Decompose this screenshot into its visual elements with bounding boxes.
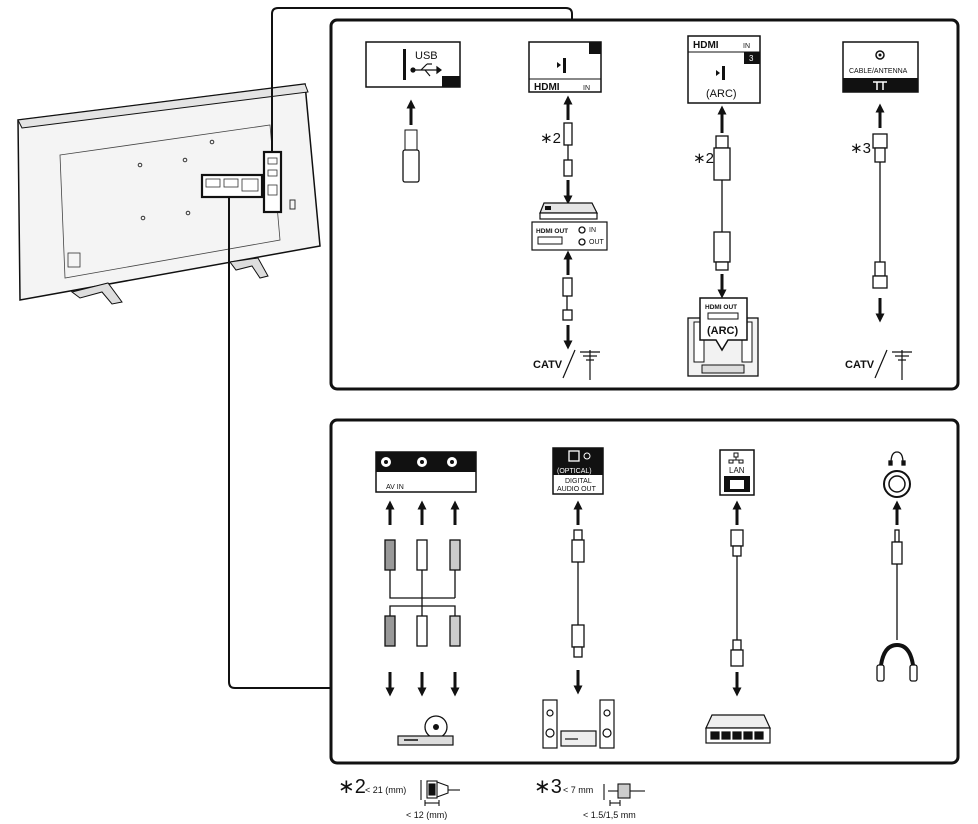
lan-label: LAN <box>729 466 745 475</box>
antenna-cable <box>872 133 888 289</box>
amp-hdmi-out-label: HDMI OUT <box>705 304 737 311</box>
av-in-label: AV IN <box>386 484 404 491</box>
video-player-icon <box>397 715 454 746</box>
hdmi-arc-cable <box>713 135 731 271</box>
hdmi-arc-label: (ARC) <box>706 88 737 100</box>
usb-label: USB <box>415 50 438 62</box>
footnote-antenna: ∗3 < 7 mm < 1.5/1,5 mm <box>534 776 645 820</box>
footnote-antenna-mark: ∗3 <box>534 776 562 798</box>
usb-flash-drive <box>404 129 418 151</box>
hdmi-arc-number: 3 <box>749 54 754 63</box>
antenna-icon-2 <box>874 349 912 380</box>
antenna-icon <box>562 349 600 380</box>
network-icon <box>728 452 744 464</box>
hdmi-plug-dimension-icon <box>420 780 460 806</box>
tv-side-port-frame <box>262 150 283 214</box>
antenna-column: CABLE/ANTENNA ∗3 CATV <box>842 41 919 380</box>
usb-port-column: USB <box>365 41 461 183</box>
stb-hdmi-out-label: HDMI OUT <box>536 228 568 235</box>
digital-label: DIGITAL <box>565 478 592 485</box>
hdmi-logo: HDMI <box>534 82 560 93</box>
headphones-icon <box>878 642 916 681</box>
set-top-box-port-panel <box>531 221 608 251</box>
catv-label-2: CATV <box>845 359 875 371</box>
footnote-antenna-dim2: < 1.5/1,5 mm <box>583 810 636 820</box>
lan-cable <box>730 529 744 667</box>
tv-back-illustration <box>17 83 321 305</box>
rca-cable <box>384 539 461 647</box>
audio-out-label: AUDIO OUT <box>557 486 597 493</box>
cable-antenna-label: CABLE/ANTENNA <box>849 68 908 75</box>
hdmi-arc-cable-note-mark: ∗2 <box>693 150 714 167</box>
tv-rear-port-frame <box>200 173 264 199</box>
hdmi-cable <box>563 122 573 177</box>
audio-system-icon <box>542 699 615 749</box>
amp-arc-label: (ARC) <box>707 325 738 337</box>
footnote-hdmi-mark: ∗2 <box>338 776 366 798</box>
hdmi-set-top-box-column: HDMI IN ∗2 HDMI OUT IN OUT <box>528 41 608 380</box>
av-mono-label: (MONO) <box>430 478 447 483</box>
av-audio-label: R—AUDIO—L <box>378 477 423 484</box>
optical-cable <box>571 529 585 658</box>
catv-label: CATV <box>533 359 563 371</box>
lan-column: LAN <box>705 449 771 744</box>
av-in-column: R—AUDIO—L (MONO) VIDEO AV IN <box>375 451 477 746</box>
network-router-icon <box>705 714 771 744</box>
stb-out-label: OUT <box>589 239 605 246</box>
hdmi-arc-logo: HDMI <box>693 40 719 51</box>
hdmi-arc-column: HDMI IN 3 (ARC) ∗2 <box>687 35 761 377</box>
footnote-hdmi-dim2: < 12 (mm) <box>406 810 447 820</box>
headphone-icon <box>888 451 906 466</box>
footnote-antenna-dim1: < 7 mm <box>563 785 593 795</box>
optical-column: (OPTICAL) (OPTICAL) DIGITAL AUDIO OUT <box>542 447 615 749</box>
headphone-cable <box>891 529 903 640</box>
hdmi-cable-note-mark: ∗2 <box>540 130 561 147</box>
antenna-t-icon <box>873 81 887 90</box>
av-arrows-down <box>385 672 460 697</box>
connector-lines <box>228 7 573 689</box>
footnote-hdmi: ∗2 < 21 (mm) < 12 (mm) <box>338 776 460 820</box>
optical-label-overlay: (OPTICAL) <box>557 468 592 475</box>
bottom-connection-panel: R—AUDIO—L (MONO) VIDEO AV IN <box>329 418 960 765</box>
hdmi-arc-in-label: IN <box>743 43 750 50</box>
antenna-cable-note-mark: ∗3 <box>850 140 871 157</box>
coax-plug-dimension-icon <box>603 783 645 806</box>
av-video-label: VIDEO <box>452 477 474 484</box>
usb-icon <box>410 63 442 77</box>
headphone-column <box>876 451 918 682</box>
stb-in-label: IN <box>589 227 596 234</box>
amplifier-port-callout <box>699 297 748 352</box>
set-top-box <box>539 202 598 220</box>
top-connection-panel: USB HDMI IN ∗2 <box>329 18 960 391</box>
hdmi-in-label: IN <box>583 85 590 92</box>
coaxial-cable <box>562 277 573 321</box>
av-arrows-up <box>385 500 460 525</box>
footnote-hdmi-dim1: < 21 (mm) <box>365 785 406 795</box>
